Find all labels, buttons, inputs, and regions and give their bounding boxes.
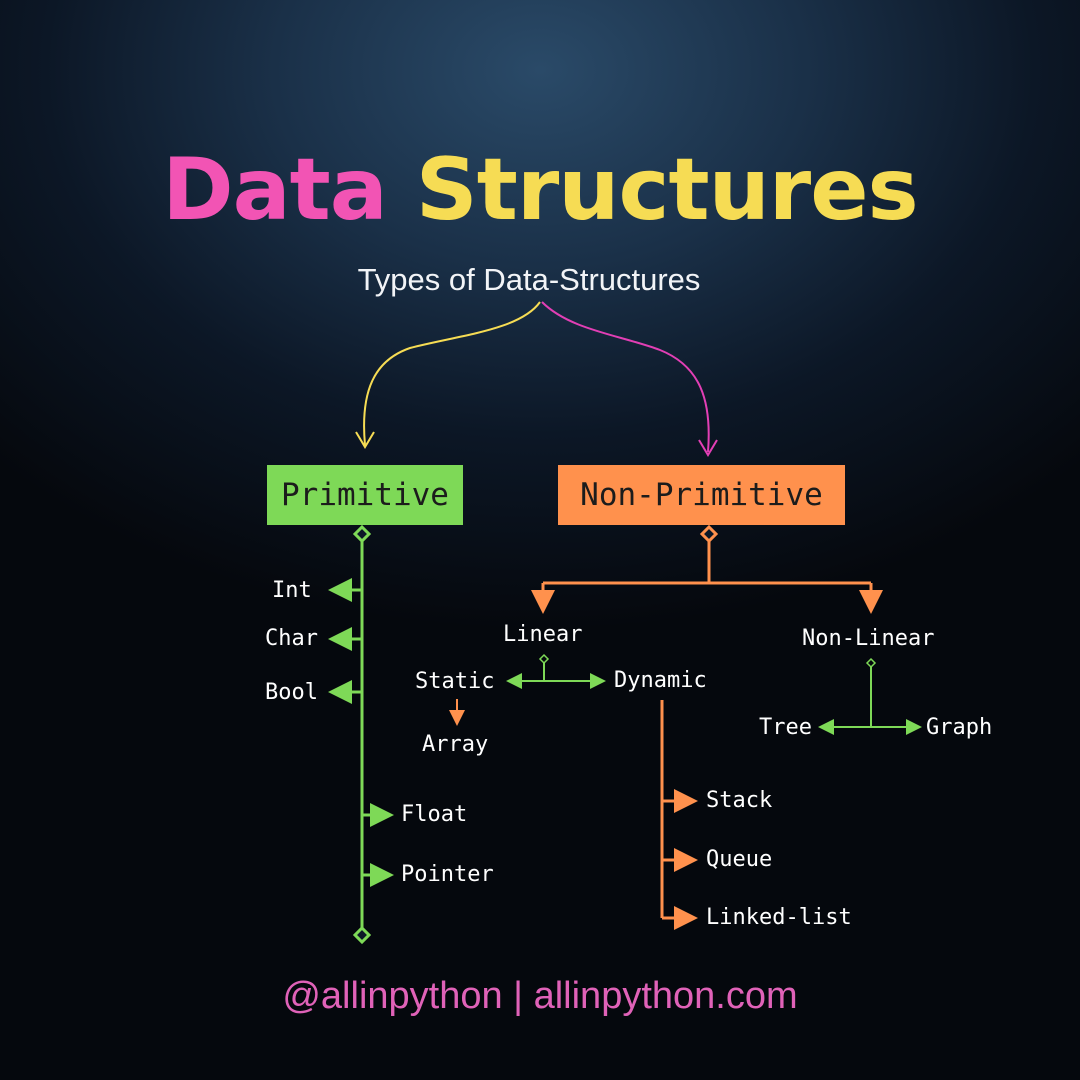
linear-label: Linear [503,622,583,647]
page-title: Data Structures [0,140,1080,240]
dynamic-item-linked-list: Linked-list [706,905,852,930]
non-linear-branch-lines [818,657,922,735]
primitive-item-bool: Bool [265,680,318,705]
dynamic-item-stack: Stack [706,788,773,813]
dynamic-label: Dynamic [614,668,707,693]
curve-arrow-primitive [355,301,541,449]
title-word-structures: Structures [415,140,919,240]
non-linear-item-graph: Graph [926,715,993,740]
linear-branch-lines [449,653,698,930]
primitive-tree-lines [328,524,394,945]
primitive-item-int: Int [272,578,312,603]
non-linear-label: Non-Linear [802,626,935,651]
non-linear-item-tree: Tree [759,715,812,740]
non-primitive-box: Non-Primitive [558,465,845,525]
static-label: Static [415,669,495,694]
dynamic-item-queue: Queue [706,847,773,872]
primitive-box: Primitive [267,465,463,525]
primitive-item-float: Float [401,802,468,827]
subtitle: Types of Data-Structures [357,262,701,297]
curve-arrow-non-primitive [541,301,718,457]
static-item-array: Array [422,732,489,757]
primitive-item-pointer: Pointer [401,862,494,887]
footer-handle: @allinpython | allinpython.com [282,975,798,1017]
non-primitive-tree-lines [531,524,883,614]
title-word-data: Data [162,140,388,240]
primitive-item-char: Char [265,626,318,651]
